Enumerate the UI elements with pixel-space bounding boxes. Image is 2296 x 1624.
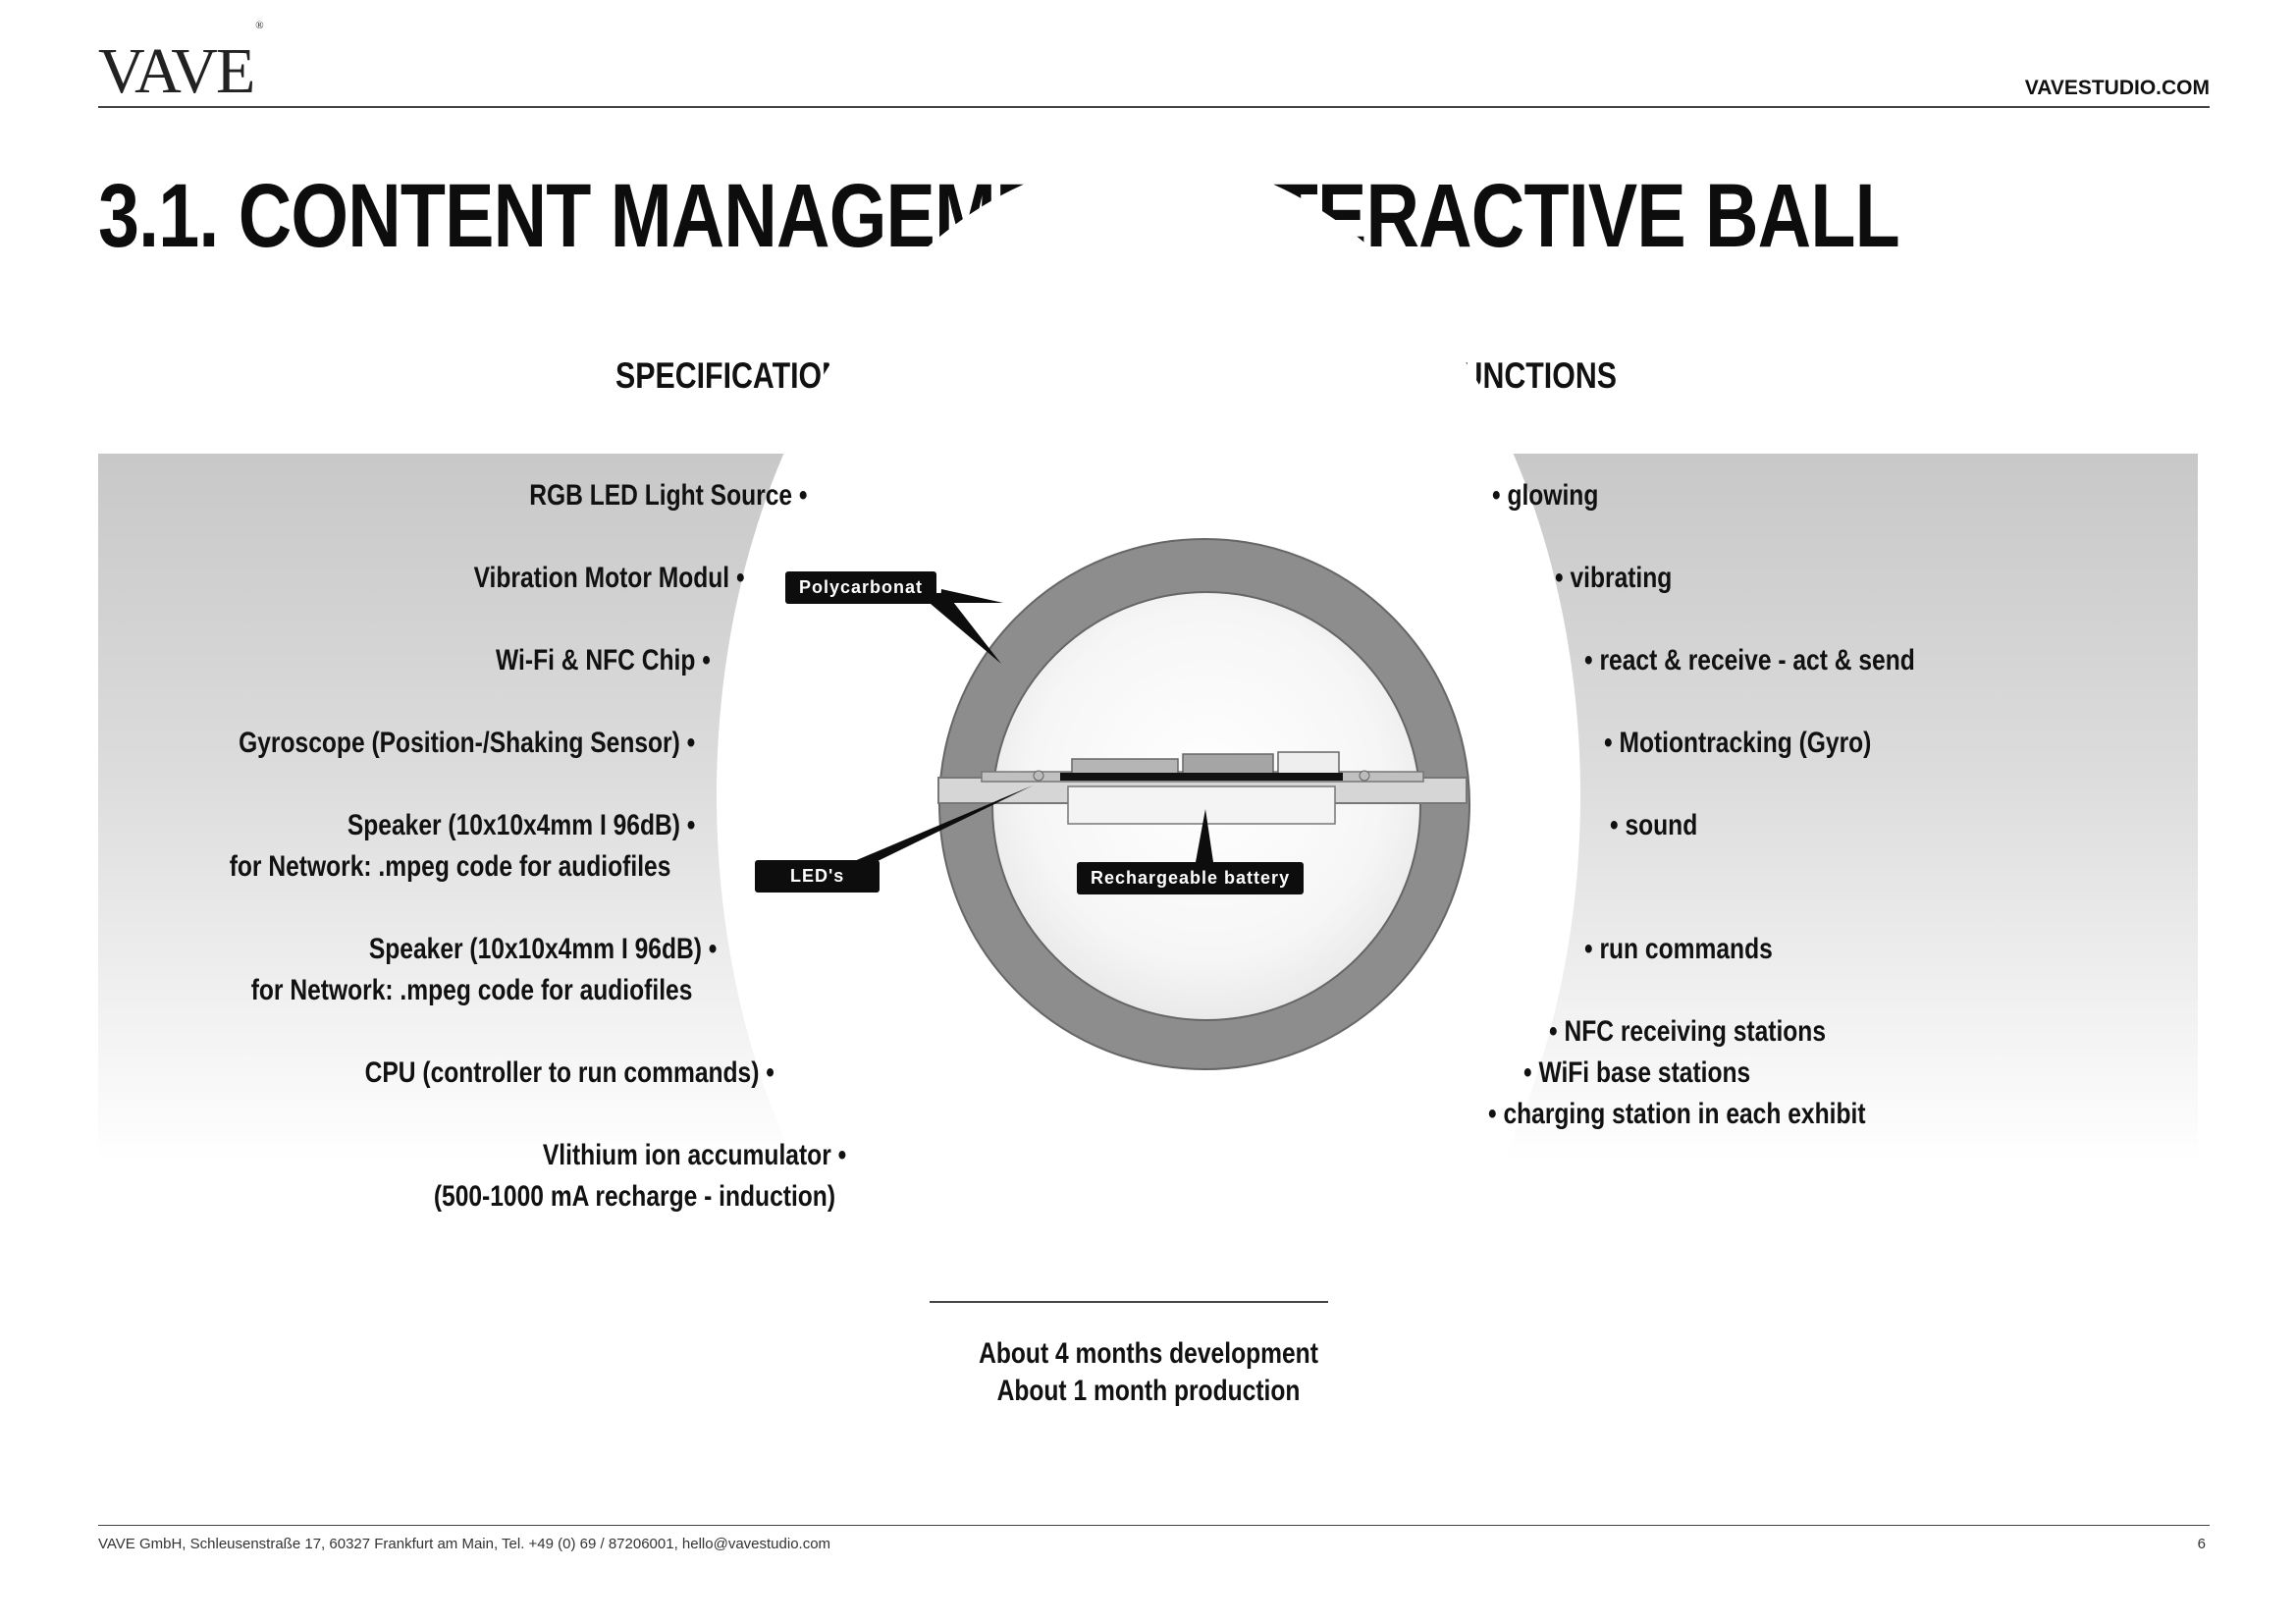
spec-item: Speaker (10x10x4mm I 96dB) • — [368, 933, 717, 965]
module-component — [1182, 753, 1274, 776]
function-item: • charging station in each exhibit — [1488, 1098, 1866, 1130]
footer-address: VAVE GmbH, Schleusenstraße 17, 60327 Fra… — [98, 1536, 831, 1552]
spec-item: (500-1000 mA recharge - induction) — [433, 1180, 835, 1213]
chip-component — [1071, 758, 1179, 776]
battery-cell — [1067, 785, 1336, 825]
function-item: • WiFi base stations — [1523, 1056, 1751, 1089]
registered-mark: ® — [255, 20, 264, 31]
spec-item: Wi-Fi & NFC Chip • — [496, 644, 711, 677]
spec-item: Vlithium ion accumulator • — [542, 1139, 846, 1171]
website-link[interactable]: VAVESTUDIO.COM — [2024, 77, 2210, 99]
vave-logo: VAVE® — [98, 21, 264, 104]
function-item: • sound — [1610, 809, 1698, 841]
logo-text: VAVE — [98, 35, 255, 107]
leds-pointer — [852, 785, 1033, 862]
led-left — [1033, 770, 1044, 782]
function-item: • vibrating — [1555, 562, 1673, 594]
production-duration: About 1 month production — [996, 1375, 1301, 1407]
function-item: • react & receive - act & send — [1584, 644, 1915, 677]
spec-item: for Network: .mpeg code for audiofiles — [250, 974, 692, 1006]
spec-item: for Network: .mpeg code for audiofiles — [229, 850, 670, 883]
sensor-component — [1277, 751, 1340, 776]
spec-item: Speaker (10x10x4mm I 96dB) • — [347, 809, 695, 841]
battery-pointer — [1196, 809, 1213, 862]
led-right — [1359, 770, 1370, 782]
header-divider — [98, 106, 2210, 108]
page-number: 6 — [2197, 1536, 2206, 1552]
spec-item: RGB LED Light Source • — [529, 479, 808, 512]
polycarbonat-pointer — [940, 589, 1003, 603]
function-item: • glowing — [1492, 479, 1599, 512]
leds-label: LED's — [755, 860, 881, 893]
function-item: • run commands — [1584, 933, 1773, 965]
polycarbonat-label: Polycarbonat — [785, 571, 937, 604]
spec-item: Vibration Motor Modul • — [474, 562, 745, 594]
timeline-divider — [930, 1301, 1328, 1303]
function-item: • Motiontracking (Gyro) — [1604, 727, 1872, 759]
polycarbonat-pointer-tip — [918, 593, 1001, 664]
function-item: • NFC receiving stations — [1549, 1015, 1827, 1048]
footer-divider — [98, 1525, 2210, 1526]
battery-label: Rechargeable battery — [1077, 862, 1305, 894]
spec-item: Gyroscope (Position-/Shaking Sensor) • — [238, 727, 695, 759]
development-duration: About 4 months development — [979, 1337, 1318, 1370]
circuit-board — [937, 751, 1468, 825]
spec-item: CPU (controller to run commands) • — [364, 1056, 774, 1089]
pcb-strip — [1060, 773, 1343, 781]
